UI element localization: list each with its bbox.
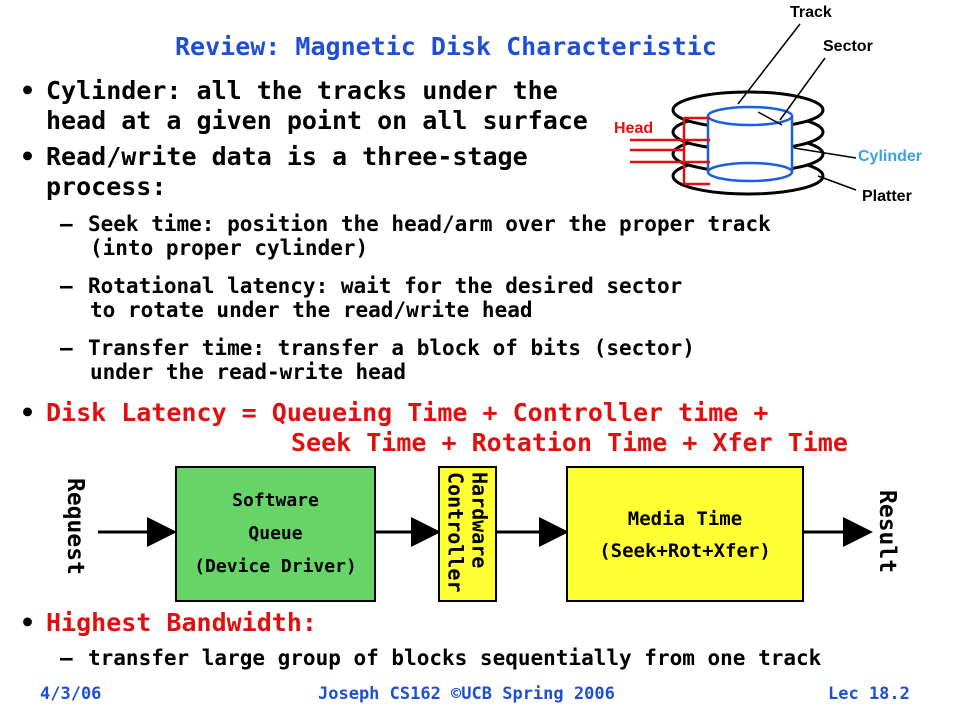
software-line: Software	[232, 490, 319, 511]
sub-bullet-rotational: – Rotational latency: wait for the desir…	[60, 274, 683, 322]
head-label: Head	[614, 120, 654, 137]
bullet-read-write: • Read/write data is a three-stage proce…	[20, 142, 528, 202]
pipeline-arrows	[98, 517, 873, 547]
disk-diagram	[630, 23, 857, 196]
media-line: Media Time	[627, 508, 743, 530]
sector-label: Sector	[823, 38, 873, 55]
cylinder-label: Cylinder	[858, 148, 923, 165]
media-line: (Seek+Rot+Xfer)	[599, 540, 771, 562]
media-time-box: Media Time (Seek+Rot+Xfer)	[566, 466, 804, 602]
latency-line-1: Disk Latency = Queueing Time + Controlle…	[46, 398, 769, 427]
head-arms	[630, 116, 710, 186]
sub-line: Rotational latency: wait for the desired…	[88, 274, 683, 298]
sub-line: Seek time: position the head/arm over th…	[88, 212, 771, 236]
highest-label: Highest Bandwidth:	[46, 608, 317, 637]
sub-bullet-seek: – Seek time: position the head/arm over …	[60, 212, 771, 260]
bullet-line: process:	[46, 172, 167, 201]
software-queue-box: Software Queue (Device Driver)	[175, 466, 376, 602]
disk-latency: • Disk Latency = Queueing Time + Control…	[20, 398, 848, 457]
sub-line: to rotate under the read/write head	[90, 298, 533, 322]
bullet-line: head at a given point on all surface	[46, 106, 588, 135]
hardware-line: Hardware	[467, 472, 492, 569]
platter-label: Platter	[862, 188, 912, 205]
bullet-line: Read/write data is a three-stage	[46, 142, 528, 171]
result-label: Result	[874, 490, 900, 574]
sub-line: (into proper cylinder)	[90, 236, 369, 260]
software-line: (Device Driver)	[194, 556, 357, 577]
footer-course: Joseph CS162 ©UCB Spring 2006	[318, 684, 615, 704]
hardware-line: Controller	[443, 472, 468, 593]
highest-sub: – transfer large group of blocks sequent…	[60, 646, 822, 670]
footer-lecture: Lec 18.2	[828, 684, 910, 704]
bullet-dot: •	[20, 76, 36, 105]
bullet-line: Cylinder: all the tracks under the	[46, 76, 558, 105]
pointer-lines	[737, 23, 857, 191]
hardware-controller-box: Hardware Controller	[438, 466, 497, 602]
sub-bullet-transfer: – Transfer time: transfer a block of bit…	[60, 336, 695, 384]
cylinder-top	[706, 105, 794, 127]
track-label: Track	[790, 4, 832, 21]
highest-sub-line: transfer large group of blocks sequentia…	[88, 646, 822, 670]
sub-line: under the read-write head	[90, 360, 407, 384]
slide-title: Review: Magnetic Disk Characteristic	[175, 32, 717, 61]
sub-line: Transfer time: transfer a block of bits …	[88, 336, 695, 360]
bullet-cylinder: • Cylinder: all the tracks under the hea…	[20, 76, 588, 136]
highest-bandwidth: • Highest Bandwidth:	[20, 608, 317, 637]
footer-date: 4/3/06	[40, 684, 102, 704]
request-label: Request	[62, 478, 88, 575]
latency-line-2: Seek Time + Rotation Time + Xfer Time	[291, 428, 848, 457]
bullet-dot: •	[20, 142, 36, 171]
software-line: Queue	[248, 523, 303, 544]
